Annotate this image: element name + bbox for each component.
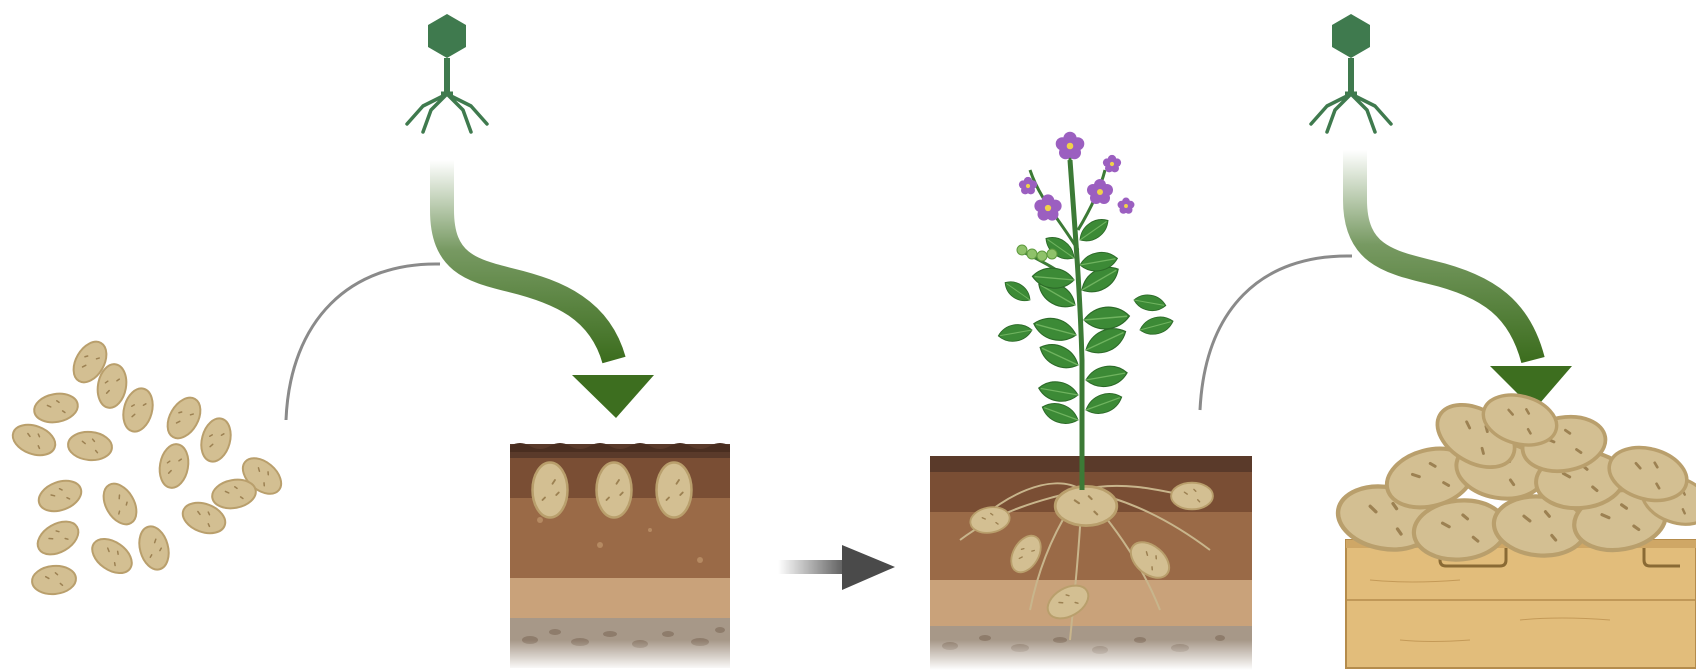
green-arrow-head	[572, 375, 654, 418]
bacteriophage-icon	[407, 14, 487, 132]
potato-tuber-icon	[161, 392, 207, 444]
green-arrow-shaft	[1355, 150, 1533, 360]
potato-tuber-icon	[35, 475, 86, 516]
potato-tuber-icon	[1055, 486, 1117, 525]
potato-tuber-icon	[97, 478, 143, 530]
planted-tubers-soil	[510, 443, 730, 670]
gray-curve-arrow	[1200, 256, 1352, 410]
seed-tubers-group	[9, 336, 288, 596]
progress-arrow	[778, 545, 895, 590]
planted-tubers	[533, 463, 692, 518]
potato-tuber-icon	[32, 390, 80, 425]
potato-tuber-icon	[597, 463, 632, 518]
potato-plant-stage	[930, 132, 1252, 670]
flower-icon	[1087, 179, 1113, 204]
potato-plant-icon	[997, 132, 1175, 490]
flower-icon	[1118, 198, 1135, 214]
potato-tuber-icon	[67, 430, 113, 462]
arrow-icon	[778, 560, 848, 574]
potato-tuber-icon	[1171, 483, 1213, 510]
flower-icon	[1103, 155, 1121, 173]
potato-tuber-icon	[31, 564, 77, 596]
potato-tuber-icon	[197, 415, 235, 465]
potato-tuber-icon	[9, 419, 60, 460]
potato-tuber-icon	[156, 442, 191, 490]
potato-tuber-icon	[86, 532, 138, 580]
phage-treatment-1	[286, 14, 654, 420]
potato-tuber-icon	[32, 515, 84, 561]
phage-treatment-2	[1200, 14, 1572, 410]
potato-tuber-icon	[533, 463, 568, 518]
potato-tuber-icon	[135, 523, 173, 573]
bacteriophage-icon	[1311, 14, 1391, 132]
harvested-tubers	[1333, 387, 1696, 563]
flower-icon	[1056, 132, 1085, 160]
crate-icon	[1346, 540, 1696, 668]
green-arrow-shaft	[442, 160, 614, 360]
gray-curve-arrow	[286, 264, 440, 420]
harvest-crate-stage	[1333, 387, 1696, 668]
potato-tuber-icon	[657, 463, 692, 518]
flower-icon	[1034, 194, 1061, 220]
